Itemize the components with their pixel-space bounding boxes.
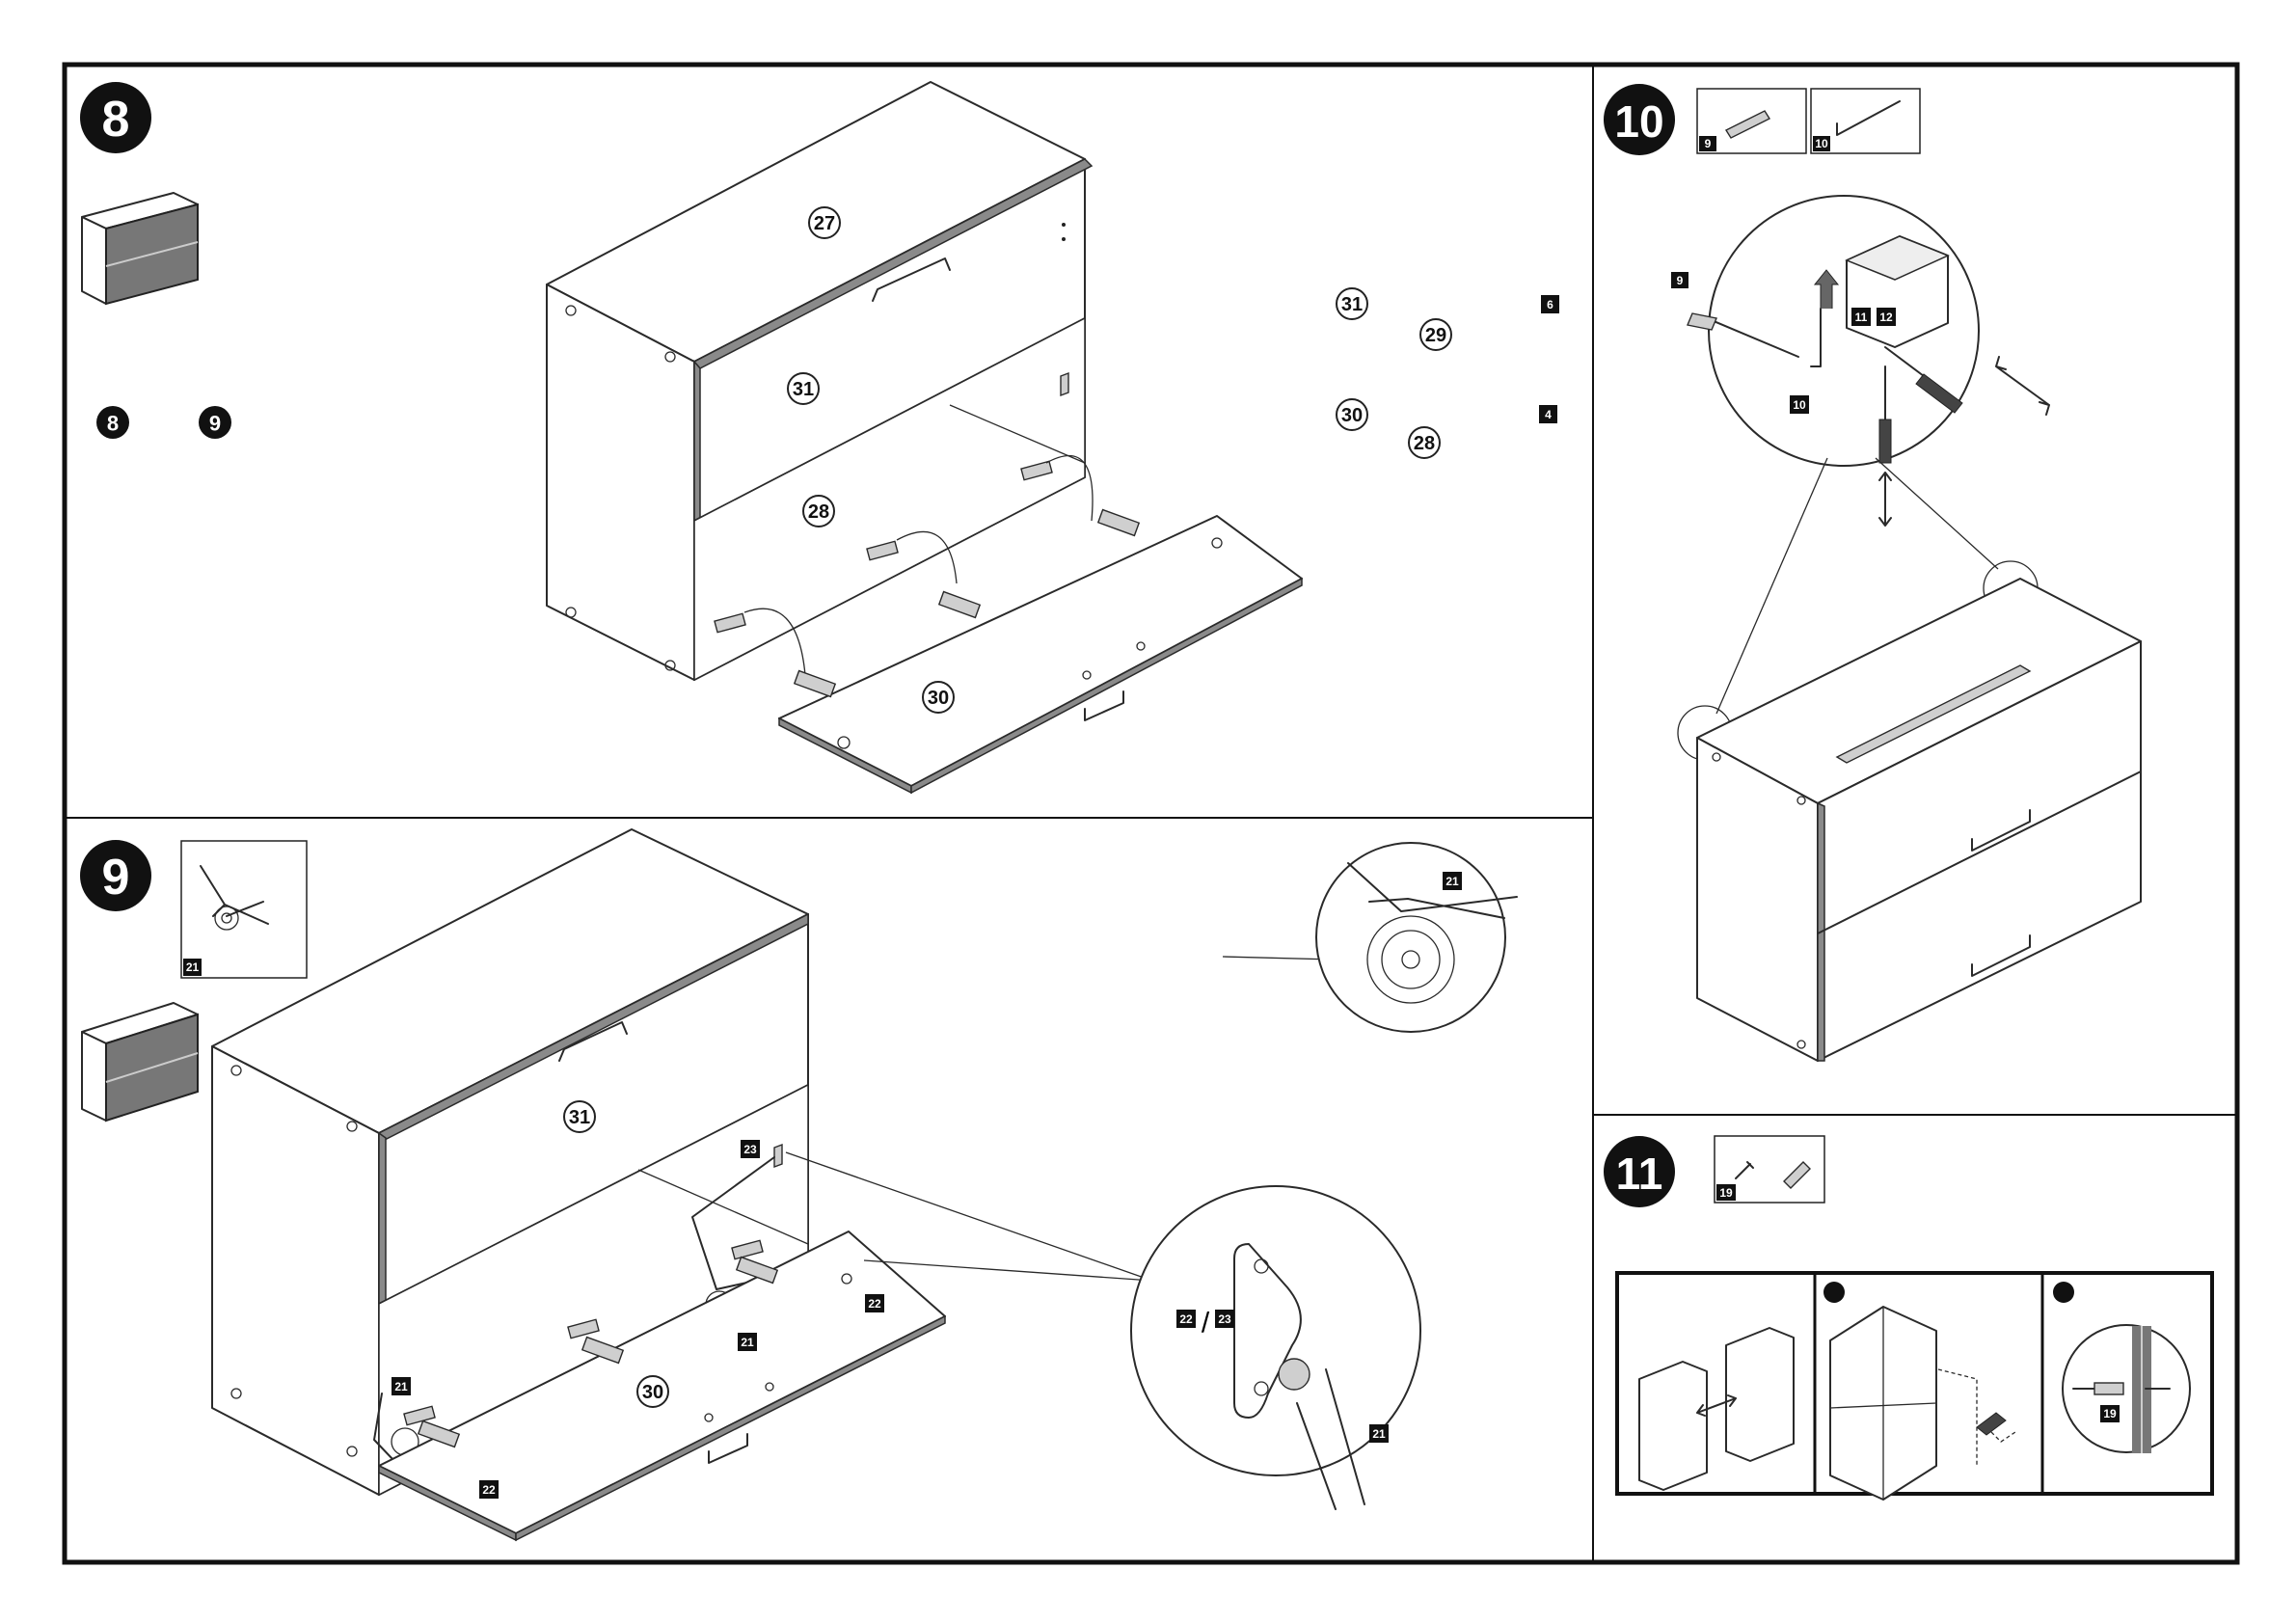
svg-text:11: 11 bbox=[1616, 1149, 1663, 1199]
step-number-8: 8 bbox=[80, 82, 151, 153]
svg-text:9: 9 bbox=[1677, 274, 1684, 287]
callout-30-s9: 30 bbox=[637, 1376, 668, 1407]
svg-text:6: 6 bbox=[1547, 298, 1553, 311]
fitting-box-21: 21 bbox=[181, 841, 307, 978]
legend-29: 29 bbox=[1420, 319, 1451, 350]
svg-text:31: 31 bbox=[793, 379, 814, 400]
fitting-box-19: 19 bbox=[1715, 1136, 1824, 1203]
parts-legend: 31 29 30 28 6 4 bbox=[1337, 288, 1559, 458]
svg-text:11: 11 bbox=[1855, 311, 1868, 324]
svg-text:21: 21 bbox=[1372, 1427, 1386, 1441]
svg-text:19: 19 bbox=[1719, 1186, 1733, 1200]
svg-text:21: 21 bbox=[1445, 875, 1459, 888]
step-9-panel: 9 21 bbox=[80, 829, 1517, 1540]
svg-text:9: 9 bbox=[102, 850, 130, 906]
svg-text:31: 31 bbox=[1341, 294, 1363, 315]
step-number-9: 9 bbox=[80, 840, 151, 911]
callout-31: 31 bbox=[788, 373, 819, 404]
svg-text:30: 30 bbox=[1341, 405, 1363, 426]
cabinet-step10 bbox=[1697, 579, 2141, 1061]
cabinet-step8 bbox=[547, 82, 1093, 680]
tag-21b: 21 bbox=[392, 1377, 411, 1395]
tag-9-detail: 9 bbox=[1671, 272, 1688, 288]
tag-23: 23 bbox=[741, 1140, 760, 1158]
svg-text:8: 8 bbox=[102, 92, 130, 148]
thumbnail-cabinet-2 bbox=[82, 1003, 198, 1121]
tag-19-detail: 19 bbox=[2100, 1405, 2120, 1422]
step-8-panel: 8 8 9 bbox=[80, 82, 1559, 793]
tag-11: 11 bbox=[1851, 308, 1871, 326]
svg-text:10: 10 bbox=[1793, 398, 1806, 412]
tag-22b: 22 bbox=[479, 1480, 499, 1499]
svg-text:23: 23 bbox=[1218, 1312, 1231, 1326]
step-11-strip: 19 bbox=[1617, 1273, 2212, 1500]
svg-text:/: / bbox=[1202, 1308, 1210, 1339]
tag-10-detail: 10 bbox=[1790, 395, 1809, 414]
sub-step-9: 9 bbox=[199, 406, 231, 439]
detail-wall-mount: 9 11 12 10 bbox=[1671, 196, 1979, 466]
svg-text:19: 19 bbox=[2103, 1407, 2117, 1420]
tag-12: 12 bbox=[1877, 308, 1896, 326]
tag-21a: 21 bbox=[738, 1333, 757, 1351]
svg-text:9: 9 bbox=[209, 412, 221, 436]
detail-hinge-pivot: 21 bbox=[1223, 843, 1517, 1032]
svg-text:21: 21 bbox=[394, 1380, 408, 1393]
svg-text:10: 10 bbox=[1614, 96, 1663, 147]
callout-31-s9: 31 bbox=[564, 1101, 595, 1132]
callout-27: 27 bbox=[809, 207, 840, 238]
svg-text:30: 30 bbox=[642, 1382, 663, 1403]
svg-text:12: 12 bbox=[1879, 311, 1893, 324]
legend-30: 30 bbox=[1337, 399, 1367, 430]
step-number-11: 11 bbox=[1604, 1136, 1675, 1207]
step-11-panel: 11 19 bbox=[1604, 1136, 2212, 1500]
legend-count-6: 6 bbox=[1541, 295, 1559, 313]
svg-text:8: 8 bbox=[107, 412, 119, 436]
svg-text:21: 21 bbox=[186, 960, 200, 974]
thumbnail-cabinet bbox=[82, 193, 198, 304]
tag-21-detail: 21 bbox=[1369, 1424, 1389, 1443]
svg-text:29: 29 bbox=[1425, 325, 1446, 346]
tag-23-detail: 23 bbox=[1215, 1310, 1234, 1328]
svg-text:27: 27 bbox=[814, 213, 835, 234]
callout-28: 28 bbox=[803, 496, 834, 527]
step-number-10: 10 bbox=[1604, 84, 1675, 155]
svg-text:22: 22 bbox=[482, 1483, 496, 1497]
step-10-panel: 10 9 10 9 11 12 10 bbox=[1604, 84, 2141, 1061]
svg-text:10: 10 bbox=[1815, 137, 1828, 150]
sub-step-8: 8 bbox=[96, 406, 129, 439]
legend-31: 31 bbox=[1337, 288, 1367, 319]
svg-text:9: 9 bbox=[1705, 137, 1712, 150]
legend-28: 28 bbox=[1409, 427, 1440, 458]
legend-count-4: 4 bbox=[1539, 405, 1557, 423]
svg-text:30: 30 bbox=[928, 688, 949, 709]
svg-text:31: 31 bbox=[569, 1107, 590, 1128]
svg-text:22: 22 bbox=[868, 1297, 881, 1311]
tag-22-detail: 22 bbox=[1176, 1310, 1196, 1328]
svg-text:21: 21 bbox=[741, 1336, 754, 1349]
fitting-box-9: 9 bbox=[1697, 89, 1806, 153]
svg-text:22: 22 bbox=[1179, 1312, 1193, 1326]
svg-text:28: 28 bbox=[1414, 433, 1435, 454]
callout-30: 30 bbox=[923, 682, 954, 713]
svg-text:28: 28 bbox=[808, 501, 829, 523]
svg-text:4: 4 bbox=[1545, 408, 1552, 421]
svg-text:23: 23 bbox=[743, 1143, 757, 1156]
tag-22a: 22 bbox=[865, 1294, 884, 1312]
fitting-box-10: 10 bbox=[1811, 89, 1920, 153]
